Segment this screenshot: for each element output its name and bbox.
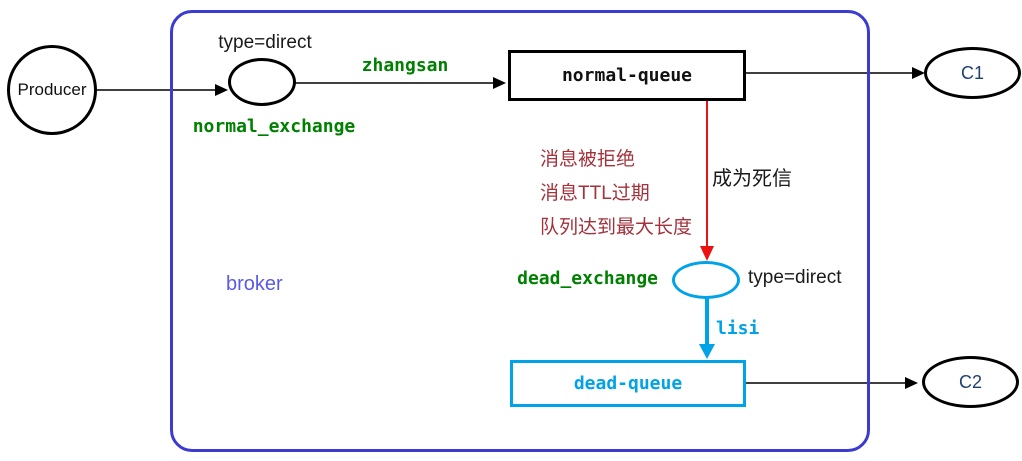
dead-letter-reason-max-length: 队列达到最大长度 [540, 217, 693, 238]
become-dead-letter-label: 成为死信 [712, 168, 792, 190]
normal-exchange-name-label: normal_exchange [192, 116, 356, 137]
broker-boundary [170, 10, 870, 452]
dead-letter-reason-ttl-expired: 消息TTL过期 [540, 183, 650, 204]
broker-label: broker [226, 273, 283, 295]
routing-key-zhangsan-label: zhangsan [361, 55, 449, 76]
normal-exchange-type-label: type=direct [218, 32, 312, 53]
normal-exchange-node [228, 58, 296, 106]
dead-queue-node: dead-queue [510, 360, 746, 407]
dead-exchange-name-label: dead_exchange [517, 268, 658, 289]
producer-node: Producer [7, 45, 97, 135]
consumer-c2-label: C2 [958, 371, 982, 392]
routing-key-lisi-label: lisi [716, 318, 760, 339]
dead-queue-label: dead-queue [573, 373, 683, 394]
normal-queue-node: normal-queue [508, 50, 746, 101]
dead-exchange-type-label: type=direct [748, 267, 842, 288]
dead-letter-reasons: 消息被拒绝 消息TTL过期 队列达到最大长度 [540, 143, 770, 245]
consumer-c2-node: C2 [922, 356, 1019, 408]
dead-exchange-node [672, 261, 740, 299]
dead-letter-reason-rejected: 消息被拒绝 [540, 149, 636, 170]
consumer-c1-node: C1 [924, 47, 1021, 99]
producer-label: Producer [17, 80, 87, 99]
consumer-c1-label: C1 [960, 62, 984, 83]
normal-queue-label: normal-queue [561, 65, 693, 86]
